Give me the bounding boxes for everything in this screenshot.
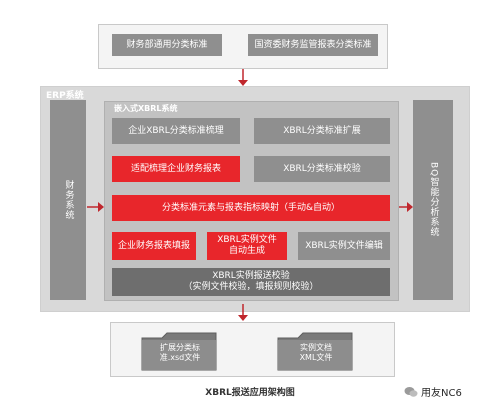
erp-title: ERP系统 (46, 91, 84, 101)
finance-ministry-standard: 财务部通用分类标准 (112, 34, 222, 56)
bq-analysis-column: BQ智能分析系统 (413, 100, 453, 300)
xbrl-taxonomy-sorting: 企业XBRL分类标准梳理 (112, 118, 240, 144)
instance-submission-validation: XBRL实例报送校验 （实例文件校验，填报规则校验） (112, 268, 390, 296)
finance-system-column: 财务系统 (50, 100, 86, 300)
xml-file-label: 实例文档 XML文件 (299, 343, 333, 362)
arrow-right-left (87, 202, 104, 212)
watermark: 用友NC6 (404, 384, 462, 399)
xbrl-taxonomy-extension: XBRL分类标准扩展 (254, 118, 390, 144)
financial-report-filling: 企业财务报表填报 (112, 232, 196, 260)
arrow-right-right (398, 202, 413, 212)
wechat-icon (404, 386, 418, 397)
instance-auto-generation: XBRL实例文件 自动生成 (207, 232, 287, 260)
sasac-standard: 国资委财务监管报表分类标准 (248, 34, 378, 56)
embedded-title: 嵌入式XBRL系统 (114, 104, 178, 113)
instance-file-editing: XBRL实例文件编辑 (298, 232, 390, 260)
element-indicator-mapping: 分类标准元素与报表指标映射（手动&自动） (112, 195, 390, 221)
arrow-down-bottom (238, 304, 248, 321)
xbrl-taxonomy-validation: XBRL分类标准校验 (254, 156, 390, 182)
arrow-down-top (238, 69, 248, 86)
adapt-financial-statements: 适配梳理企业财务报表 (112, 156, 240, 182)
xsd-file-label: 扩展分类标 准.xsd文件 (159, 343, 201, 362)
diagram-caption: XBRL报送应用架构图 (205, 388, 295, 398)
xml-file-icon (277, 332, 353, 371)
xsd-file-icon (141, 332, 217, 371)
